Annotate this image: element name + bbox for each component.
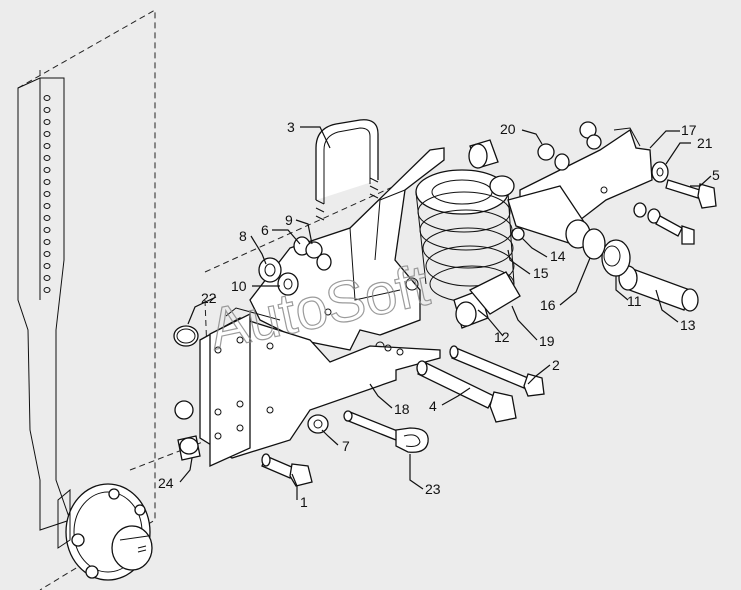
beam-holes — [43, 95, 51, 293]
pin-23 — [343, 410, 429, 453]
washer-21 — [651, 161, 669, 183]
callout-5: 5 — [712, 167, 720, 183]
bolt-1 — [261, 453, 313, 487]
wheel-hub — [57, 483, 153, 581]
callout-3: 3 — [287, 119, 295, 135]
callout-12: 12 — [494, 329, 510, 345]
bushing-11 — [601, 239, 631, 277]
ring-22 — [173, 325, 199, 347]
callout-1: 1 — [300, 494, 308, 510]
nut-washer-cluster — [258, 236, 332, 296]
u-bolt — [315, 119, 379, 221]
callout-8: 8 — [239, 228, 247, 244]
bolt-arm-lower — [633, 202, 695, 245]
callout-4: 4 — [429, 398, 437, 414]
callout-6: 6 — [261, 222, 269, 238]
pivot-arm — [507, 127, 653, 249]
callout-7: 7 — [342, 438, 350, 454]
callout-14: 14 — [550, 248, 566, 264]
ring-16 — [582, 228, 606, 260]
callout-11: 11 — [627, 293, 642, 309]
callout-21: 21 — [697, 135, 713, 151]
pin-13 — [618, 265, 699, 312]
bolt-5 — [665, 179, 717, 209]
bushing-24 — [177, 435, 201, 461]
nut-7 — [307, 414, 329, 434]
callout-16: 16 — [540, 297, 556, 313]
callout-20: 20 — [500, 121, 516, 137]
callout-10: 10 — [231, 278, 247, 294]
mounting-plate — [199, 307, 441, 468]
callout-2: 2 — [552, 357, 560, 373]
callout-18: 18 — [394, 401, 410, 417]
nuts-20 — [537, 121, 602, 171]
bolt-4 — [416, 360, 517, 423]
callout-24: 24 — [158, 475, 174, 491]
callout-17: 17 — [681, 122, 697, 138]
nut-frame — [174, 400, 194, 420]
callout-23: 23 — [425, 481, 441, 497]
spring-cap-bushing — [468, 139, 515, 197]
callout-15: 15 — [533, 265, 549, 281]
callout-13: 13 — [680, 317, 696, 333]
callout-22: 22 — [201, 290, 217, 306]
leader-lines — [179, 126, 712, 500]
callout-9: 9 — [285, 212, 293, 228]
spring-bushing — [453, 271, 521, 329]
callout-labels: 1 2 3 4 5 6 7 8 9 10 11 12 13 14 15 16 1… — [158, 119, 720, 510]
bolt-2 — [449, 345, 545, 397]
callout-19: 19 — [539, 333, 555, 349]
coil-spring — [415, 169, 515, 303]
nut-14 — [511, 227, 525, 241]
